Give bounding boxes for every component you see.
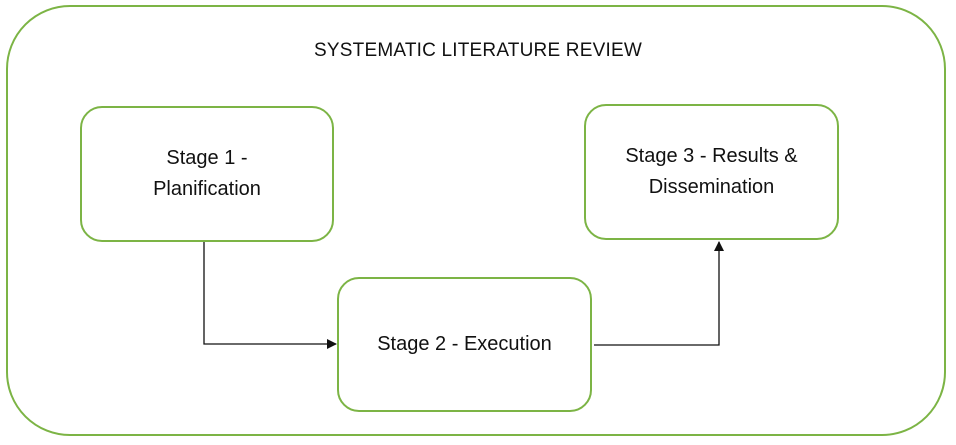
arrow-stage-2-to-stage-3 bbox=[594, 241, 724, 346]
stage-1-label-line-1: Stage 1 - bbox=[166, 147, 248, 169]
stage-2-box: Stage 2 - Execution bbox=[337, 277, 592, 412]
stage-1-label: Stage 1 - Planification bbox=[153, 143, 261, 205]
stage-1-label-line-2: Planification bbox=[153, 178, 261, 200]
arrow-stage-1-to-stage-2 bbox=[203, 242, 337, 349]
stage-3-label-line-1: Stage 3 - Results & bbox=[625, 145, 798, 167]
stage-2-label: Stage 2 - Execution bbox=[377, 329, 552, 360]
stage-3-label: Stage 3 - Results & Dissemination bbox=[625, 141, 797, 203]
diagram-frame bbox=[6, 5, 946, 436]
stage-3-box: Stage 3 - Results & Dissemination bbox=[584, 104, 839, 240]
stage-2-label-line-1: Stage 2 - Execution bbox=[377, 333, 552, 355]
stage-3-label-line-2: Dissemination bbox=[648, 176, 775, 198]
stage-1-box: Stage 1 - Planification bbox=[80, 106, 334, 242]
diagram-title: SYSTEMATIC LITERATURE REVIEW bbox=[314, 40, 642, 61]
